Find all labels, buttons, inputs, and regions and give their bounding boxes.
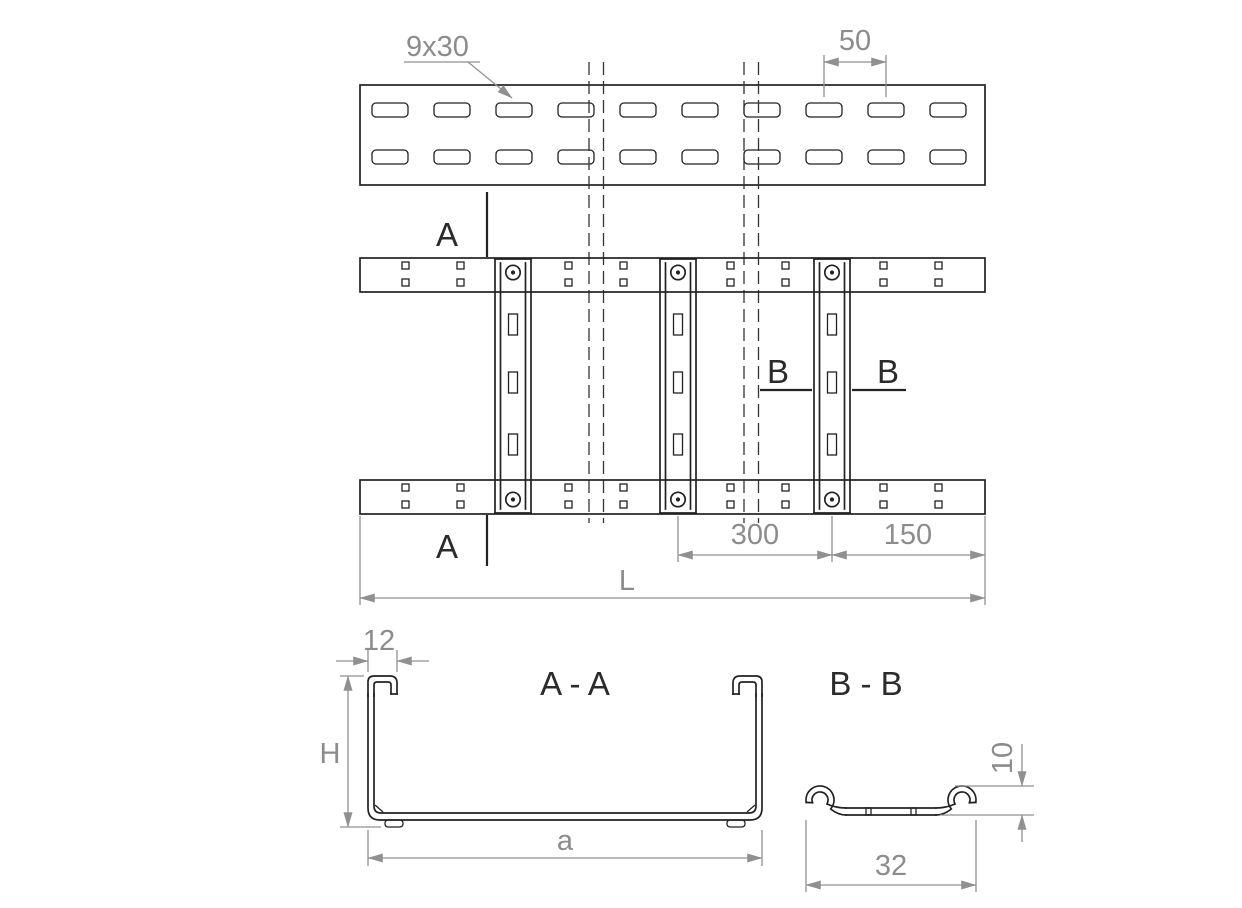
dim-150-label: 150 xyxy=(884,519,932,551)
section-a-label-top: A xyxy=(436,216,458,253)
right-curl xyxy=(935,785,977,816)
slot-size-label: 9x30 xyxy=(406,31,469,63)
dim-12-label: 12 xyxy=(363,625,395,657)
dim-10-label: 10 xyxy=(987,742,1019,774)
section-bb-title: B - B xyxy=(829,665,902,702)
dim-300-label: 300 xyxy=(731,519,779,551)
profile-height-dimension: 10 xyxy=(940,742,1034,842)
section-bb-view: B - B 10 xyxy=(805,665,1034,892)
dim-length-label: L xyxy=(619,565,635,597)
dim-32-label: 32 xyxy=(875,850,907,882)
width-dimension: a xyxy=(367,825,763,866)
height-dimension: H xyxy=(320,675,381,828)
lip-dimension: 12 xyxy=(336,625,429,672)
section-b-label-left: B xyxy=(767,353,789,390)
section-a-marks: A A xyxy=(436,192,489,566)
section-b-marks: B B xyxy=(760,353,906,392)
dim-height-label: H xyxy=(320,738,341,770)
dim-width-a-label: a xyxy=(557,825,574,857)
rung-2 xyxy=(659,258,697,514)
plan-view-ladder xyxy=(359,257,986,515)
left-curl xyxy=(805,785,847,816)
side-view-rail xyxy=(359,84,986,186)
section-a-label-bottom: A xyxy=(436,528,458,565)
profile-width-dimension: 32 xyxy=(805,820,977,892)
section-aa-view: A - A 12 xyxy=(320,625,763,866)
section-b-label-right: B xyxy=(877,353,899,390)
length-dimension: L xyxy=(359,516,986,605)
section-aa-title: A - A xyxy=(540,665,610,702)
rung-profile xyxy=(805,785,977,816)
channel-profile xyxy=(367,675,763,828)
slot-pitch-dimension: 50 xyxy=(823,25,887,97)
rung-3 xyxy=(813,258,851,514)
slot-pitch-label: 50 xyxy=(839,25,871,57)
rung-spacing-dimensions: 300 150 xyxy=(677,516,986,562)
slot-size-callout: 9x30 xyxy=(404,31,513,99)
rung-1 xyxy=(494,258,532,514)
